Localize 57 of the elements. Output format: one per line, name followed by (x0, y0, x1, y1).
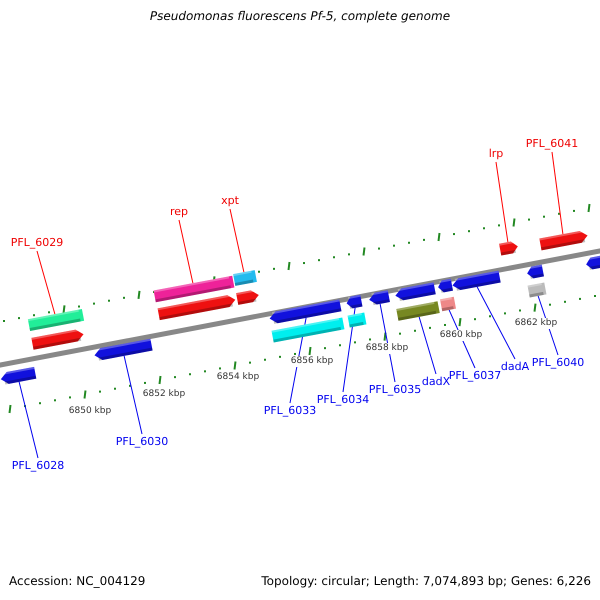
gene-label: PFL_6029 (10, 236, 64, 249)
scale-label: 6858 kbp (364, 343, 410, 354)
scale-label: 6854 kbp (216, 372, 260, 383)
leader-line (36, 250, 56, 315)
scale-label: 6856 kbp (290, 356, 334, 367)
gene-feature (154, 276, 234, 302)
leader-line (124, 355, 142, 434)
gene-feature (539, 230, 588, 250)
gene-feature (369, 290, 390, 306)
gene-label: dadX (422, 375, 450, 388)
scale-label: 6860 kbp (438, 330, 484, 341)
gene-feature (395, 282, 436, 301)
gene-label: PFL_6030 (116, 435, 168, 448)
leader-line (18, 381, 38, 458)
gene-label: PFL_6028 (12, 459, 64, 472)
gene-feature (233, 270, 257, 286)
gene-feature (94, 338, 153, 361)
gene-feature (28, 309, 84, 331)
gene-feature (438, 278, 453, 293)
leader-line (342, 307, 356, 392)
leader-line (552, 152, 564, 235)
gene-feature (236, 290, 259, 305)
leader-line (476, 286, 516, 360)
gene-label: PFL_6037 (448, 369, 502, 382)
gene-feature (31, 328, 84, 350)
gene-label: PFL_6033 (264, 404, 316, 417)
gene-feature (499, 241, 518, 256)
gene-feature (272, 317, 344, 343)
gene-feature (348, 312, 366, 328)
scale-label: 6862 kbp (514, 318, 558, 329)
gene-feature (586, 256, 600, 270)
gene-label: dadA (500, 360, 530, 373)
leader-line (380, 303, 396, 382)
footer-text: Topology: circular; Length: 7,074,893 bp; Genes: 6,226 (261, 575, 591, 588)
footer-text: Accession: NC_004129 (9, 575, 146, 588)
scale-label: 6852 kbp (142, 389, 186, 400)
leader-line (230, 208, 244, 273)
gene-label: xpt (221, 194, 239, 207)
gene-feature (158, 294, 236, 320)
gene-label: PFL_6040 (532, 356, 584, 369)
gene-feature (396, 301, 440, 321)
gene-label: PFL_6041 (526, 137, 578, 150)
gene-label: PFL_6034 (316, 393, 370, 406)
leader-line (418, 316, 436, 374)
gene-feature (0, 366, 36, 384)
gene-feature (270, 299, 342, 324)
gene-label: rep (170, 205, 188, 218)
scale-label: 6850 kbp (68, 406, 112, 417)
leader-line (178, 220, 194, 284)
gene-label: lrp (488, 147, 504, 160)
leader-line (496, 162, 508, 243)
gene-feature (528, 282, 546, 298)
gene-feature (346, 294, 362, 309)
gene-feature (440, 296, 456, 312)
title: Pseudomonas fluorescens Pf-5, complete genome (150, 10, 450, 23)
gene-feature (527, 264, 544, 279)
gene-label: PFL_6035 (368, 383, 422, 396)
